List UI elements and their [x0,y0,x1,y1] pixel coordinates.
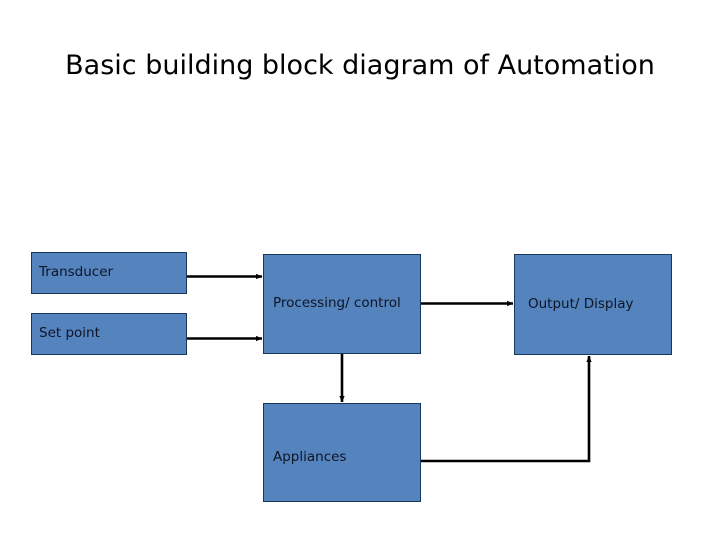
block-processing-control[interactable]: Processing/ control [263,254,421,354]
block-output-display[interactable]: Output/ Display [514,254,672,355]
block-transducer-label: Transducer [39,264,114,281]
block-transducer[interactable]: Transducer [31,252,187,294]
connector-appliances-to-output [421,355,592,463]
page-title: Basic building block diagram of Automati… [65,50,655,81]
block-set-point[interactable]: Set point [31,313,187,355]
block-set-point-label: Set point [39,325,100,342]
block-output-display-label: Output/ Display [528,295,634,312]
block-appliances-label: Appliances [273,449,347,465]
block-appliances[interactable]: Appliances [263,403,421,502]
block-processing-control-label: Processing/ control [273,295,401,312]
